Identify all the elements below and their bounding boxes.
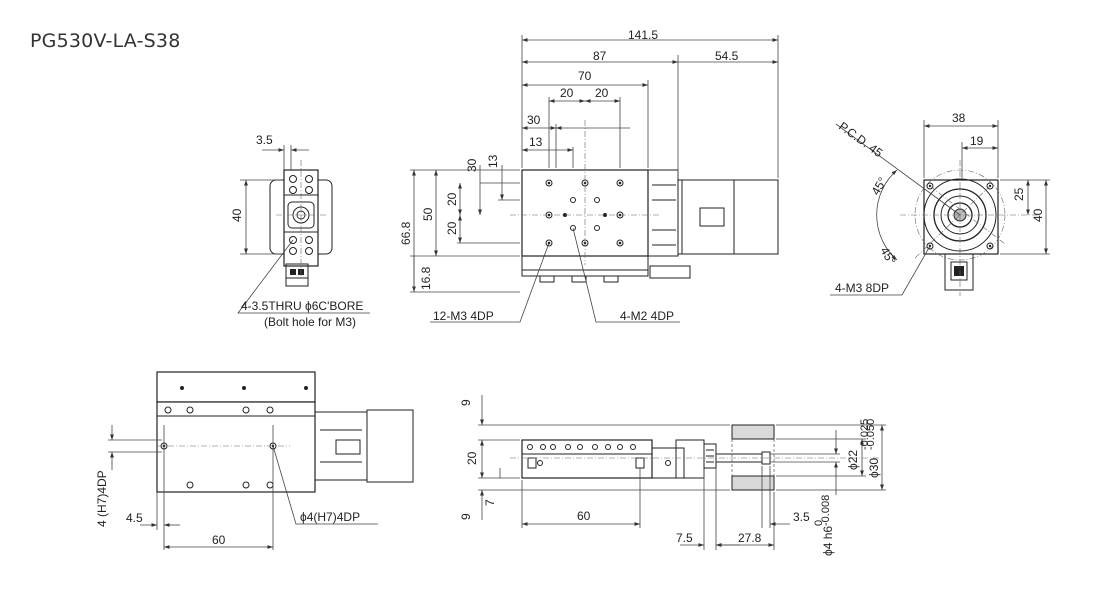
top-dim-30: 30 (527, 113, 541, 127)
front-dim-phi22: ϕ22 (846, 450, 860, 470)
top-dim-20b: 20 (595, 86, 609, 100)
bottom-dim-hole: 4 (H7)4DP (95, 470, 109, 527)
top-dim-141-5: 141.5 (628, 28, 658, 42)
end-dim-40: 40 (1031, 208, 1045, 222)
top-dim-v30: 30 (465, 158, 479, 172)
bottom-callout: ϕ4(H7)4DP (300, 510, 360, 524)
front-dim-7-5: 7.5 (676, 531, 693, 545)
side-bolt-note: 4-3.5THRU ϕ6C'BORE (241, 299, 363, 313)
front-tol-4-upper: 0 (813, 520, 825, 526)
top-dim-87: 87 (593, 49, 607, 63)
front-dim-60: 60 (577, 509, 591, 523)
end-dim-25: 25 (1012, 187, 1026, 201)
front-dim-20: 20 (465, 451, 479, 465)
top-dim-13: 13 (529, 135, 543, 149)
end-dim-38: 38 (952, 111, 966, 125)
top-view (410, 35, 779, 323)
side-dim-40: 40 (230, 208, 244, 222)
end-pcd: P.C.D. 45 (836, 119, 885, 160)
callout-12-m3: 12-M3 4DP (433, 309, 494, 323)
top-dim-54-5: 54.5 (715, 49, 739, 63)
bottom-view (108, 371, 414, 550)
side-view (237, 145, 370, 314)
front-tol-30-lower: -0.050 (865, 419, 877, 450)
callout-4-m2: 4-M2 4DP (620, 309, 674, 323)
bottom-dim-60: 60 (212, 533, 226, 547)
end-dim-19: 19 (970, 134, 984, 148)
top-dim-v20b: 20 (445, 221, 459, 235)
front-dim-9a: 9 (459, 399, 473, 406)
front-dim-7: 7 (483, 499, 497, 506)
end-angle-b: 45° (877, 245, 898, 268)
top-dim-v16-8: 16.8 (419, 266, 433, 290)
top-dim-70: 70 (578, 69, 592, 83)
side-dim-3-5: 3.5 (256, 133, 273, 147)
end-angle-a: 45° (868, 175, 889, 198)
front-tol-4-lower: -0.008 (820, 495, 832, 526)
front-dim-27-8: 27.8 (738, 531, 762, 545)
front-tol-30-upper: -0.025 (859, 419, 871, 450)
front-dim-phi30: ϕ30 (867, 458, 881, 478)
front-dim-9b: 9 (459, 513, 473, 520)
drawing-title: PG530V-LA-S38 (30, 30, 181, 52)
end-callout-m3: 4-M3 8DP (835, 281, 889, 295)
side-bolt-note-sub: (Bolt hole for M3) (264, 315, 356, 329)
front-dim-3-5: 3.5 (793, 510, 810, 524)
end-view (830, 120, 1050, 296)
bottom-dim-4-5: 4.5 (126, 511, 143, 525)
top-dim-v50: 50 (421, 207, 435, 221)
top-dim-v13: 13 (486, 154, 500, 168)
top-dim-v20a: 20 (445, 192, 459, 206)
front-view (478, 395, 886, 550)
front-dim-phi4-h6: ϕ4 h6 (821, 526, 835, 556)
top-dim-20a: 20 (560, 86, 574, 100)
top-dim-v66-8: 66.8 (399, 221, 413, 245)
